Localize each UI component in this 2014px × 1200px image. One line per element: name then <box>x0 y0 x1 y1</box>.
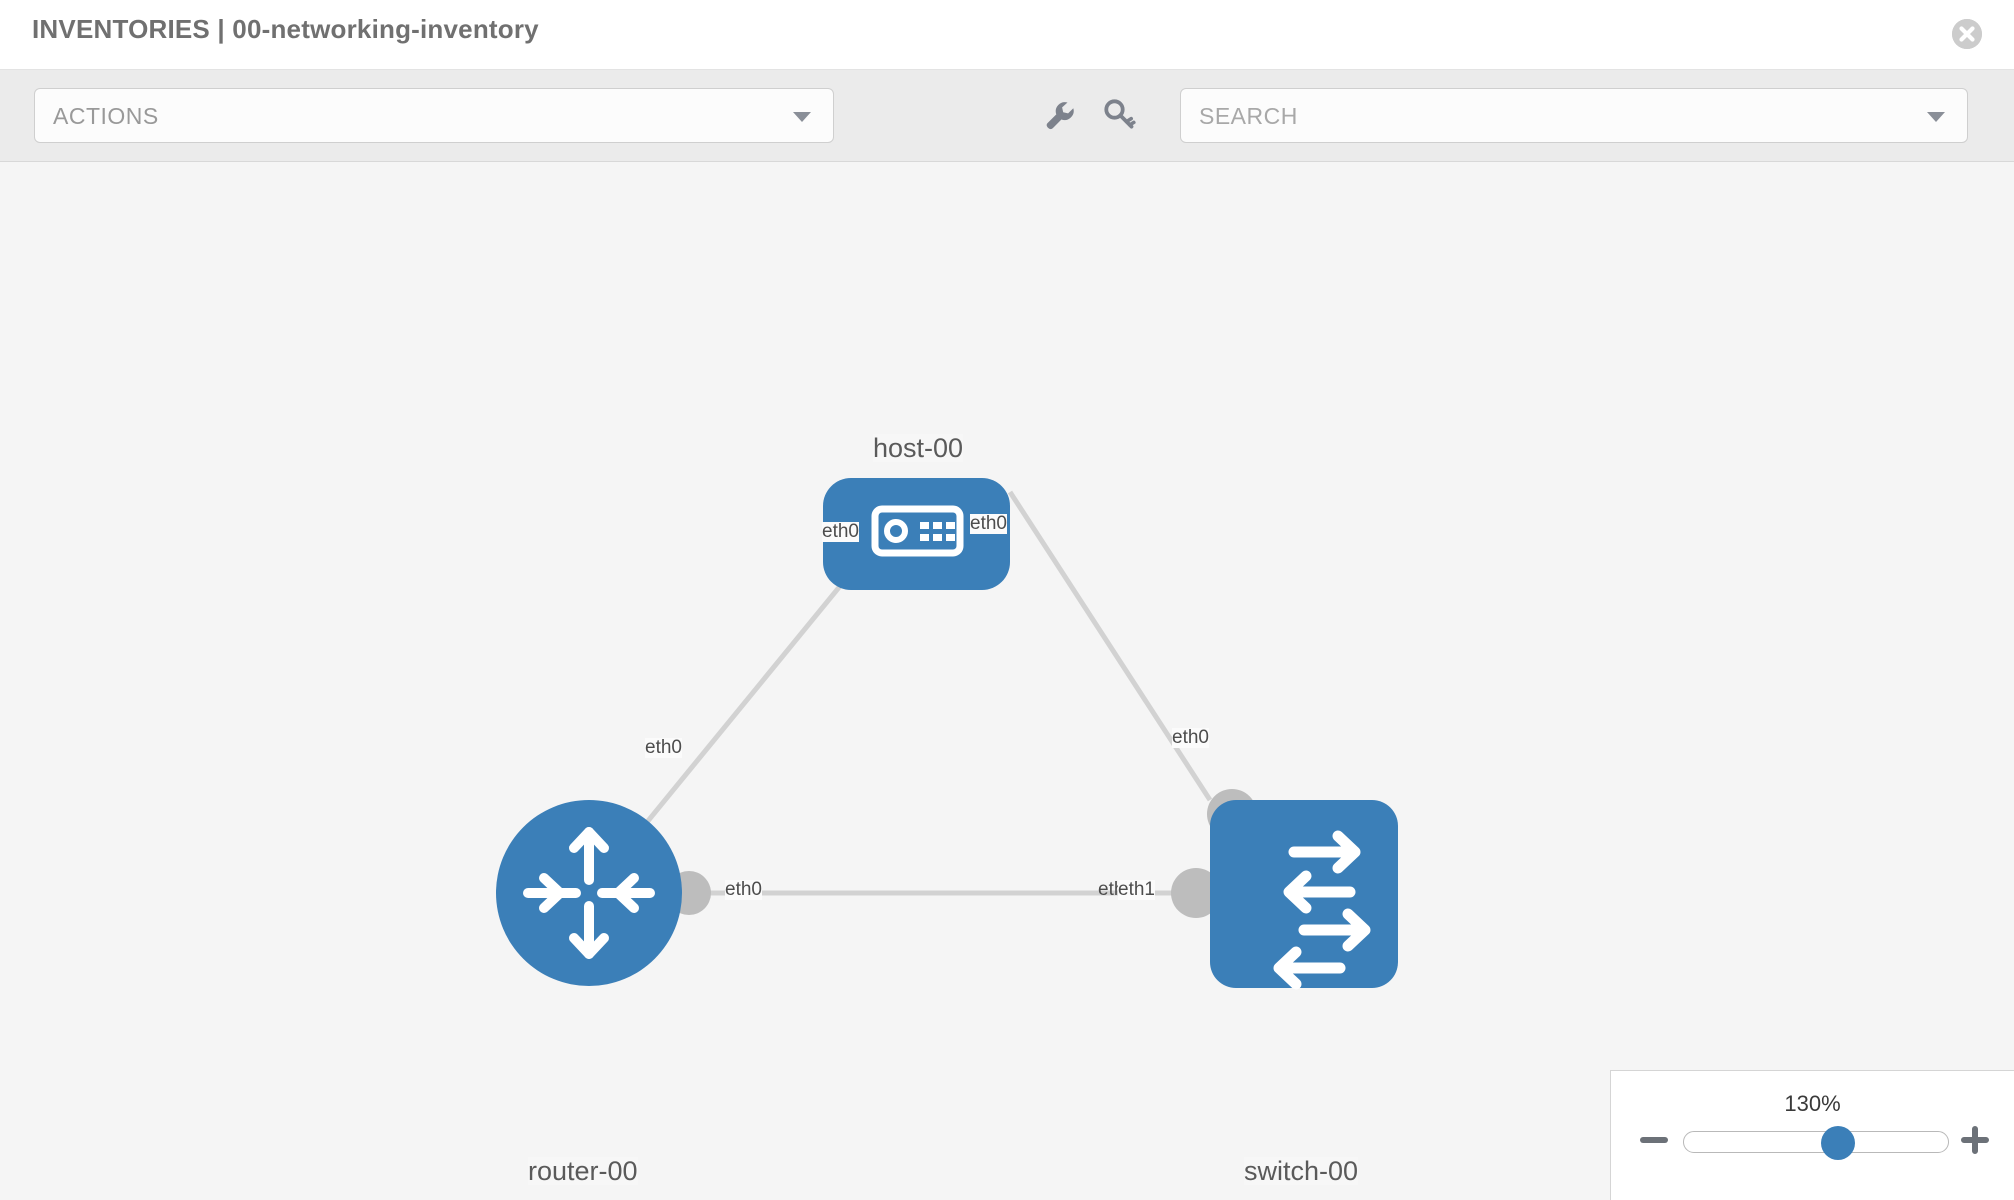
iface-label-host00-right: eth0 <box>970 513 1007 534</box>
zoom-level-label: 130% <box>1784 1091 1841 1116</box>
switch-arrows-icon <box>1273 830 1371 990</box>
page-header: INVENTORIES | 00-networking-inventory <box>0 0 2014 70</box>
actions-dropdown-label: ACTIONS <box>53 103 159 129</box>
chevron-down-icon[interactable] <box>1927 111 1945 122</box>
topology-graph <box>496 478 1398 990</box>
actions-dropdown[interactable]: ACTIONS <box>34 88 834 143</box>
iface-label-switch00-left: eth1 <box>1118 879 1155 900</box>
iface-label-router00-uplink: eth0 <box>645 737 682 758</box>
page-title: INVENTORIES | 00-networking-inventory <box>32 14 539 44</box>
wrench-icon[interactable] <box>1038 94 1080 136</box>
node-router-00-shape <box>496 800 682 986</box>
topology-canvas[interactable]: host-00 router-00 switch-00 eth0 eth0 et… <box>0 162 2014 1200</box>
iface-label-host00-left: eth0 <box>822 521 859 542</box>
node-label-router-00[interactable]: router-00 <box>528 1156 638 1186</box>
node-label-host-00[interactable]: host-00 <box>873 433 964 463</box>
chevron-down-icon <box>793 111 811 122</box>
link-host00-switch00 <box>1007 490 1213 802</box>
key-icon[interactable] <box>1098 94 1140 136</box>
close-icon[interactable] <box>1952 19 1982 49</box>
server-icon <box>871 505 964 557</box>
search-placeholder: SEARCH <box>1199 103 1298 129</box>
zoom-slider-track[interactable] <box>1683 1126 1949 1160</box>
toolbar: ACTIONS SEARCH <box>0 70 2014 162</box>
connector-switch00-left <box>1171 868 1221 918</box>
zoom-out-button[interactable] <box>1637 1123 1671 1157</box>
node-host-00 <box>823 478 1010 590</box>
iface-label-router00-right: eth0 <box>725 879 762 900</box>
zoom-control: 130% <box>1610 1070 2014 1200</box>
node-router-00 <box>496 800 682 986</box>
router-arrows-icon <box>523 827 655 959</box>
search-input[interactable]: SEARCH <box>1180 88 1968 143</box>
zoom-in-button[interactable] <box>1958 1123 1992 1157</box>
node-label-switch-00[interactable]: switch-00 <box>1244 1156 1359 1186</box>
iface-label-switch00-uplink: eth0 <box>1172 727 1209 748</box>
node-host-00-shape <box>823 478 1010 590</box>
node-switch-00 <box>1210 800 1398 990</box>
zoom-slider-thumb[interactable] <box>1821 1126 1856 1160</box>
